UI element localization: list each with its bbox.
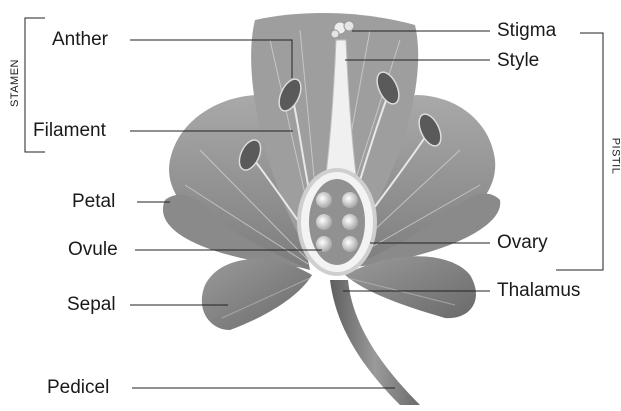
label-pedicel: Pedicel: [47, 378, 109, 397]
label-ovule: Ovule: [68, 240, 118, 259]
label-pistil-group: PISTIL: [609, 138, 621, 175]
label-anther: Anther: [52, 30, 108, 49]
label-stigma: Stigma: [497, 21, 556, 40]
label-filament: Filament: [33, 121, 106, 140]
sepal-left: [202, 259, 312, 330]
label-stamen-group: STAMEN: [9, 59, 21, 107]
label-petal: Petal: [72, 192, 115, 211]
label-ovary: Ovary: [497, 233, 548, 252]
label-thalamus: Thalamus: [497, 281, 580, 300]
label-sepal: Sepal: [67, 295, 116, 314]
label-style: Style: [497, 51, 539, 70]
pistil-bracket: [556, 33, 603, 270]
